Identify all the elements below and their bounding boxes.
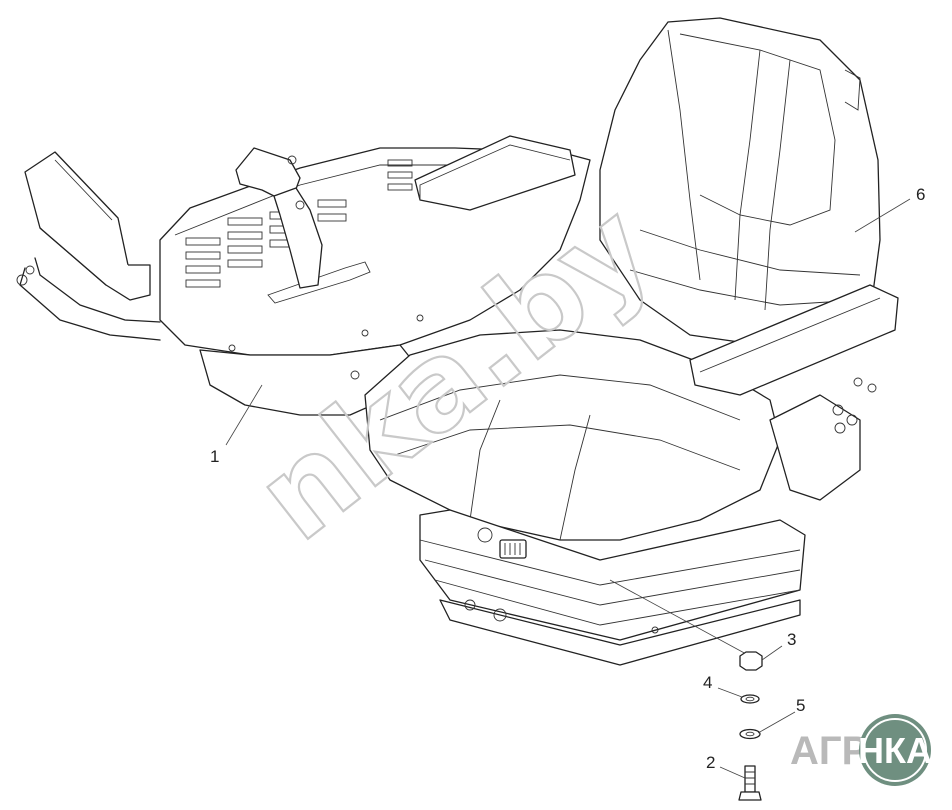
- callout-labels: 1 2 3 4 5 6: [210, 185, 925, 772]
- lock-washer-part-4: [740, 694, 760, 704]
- operator-seat-part-6: [364, 17, 899, 666]
- logo-circle-text: НКА: [858, 730, 932, 771]
- callout-5: 5: [796, 696, 805, 715]
- nut-part-3: [739, 651, 763, 671]
- callout-4: 4: [703, 673, 712, 692]
- flat-washer-part-5: [739, 728, 761, 740]
- callout-6: 6: [916, 185, 925, 204]
- callout-2: 2: [706, 753, 715, 772]
- fastener-stack: [609, 579, 763, 801]
- logo-circle: [859, 714, 931, 786]
- control-console-part-1: [16, 135, 591, 416]
- callout-3: 3: [787, 630, 796, 649]
- bolt-part-2: [744, 765, 756, 793]
- callout-1: 1: [210, 447, 219, 466]
- leader-lines: [225, 198, 911, 779]
- agronka-logo: АГРО НКА: [790, 714, 932, 786]
